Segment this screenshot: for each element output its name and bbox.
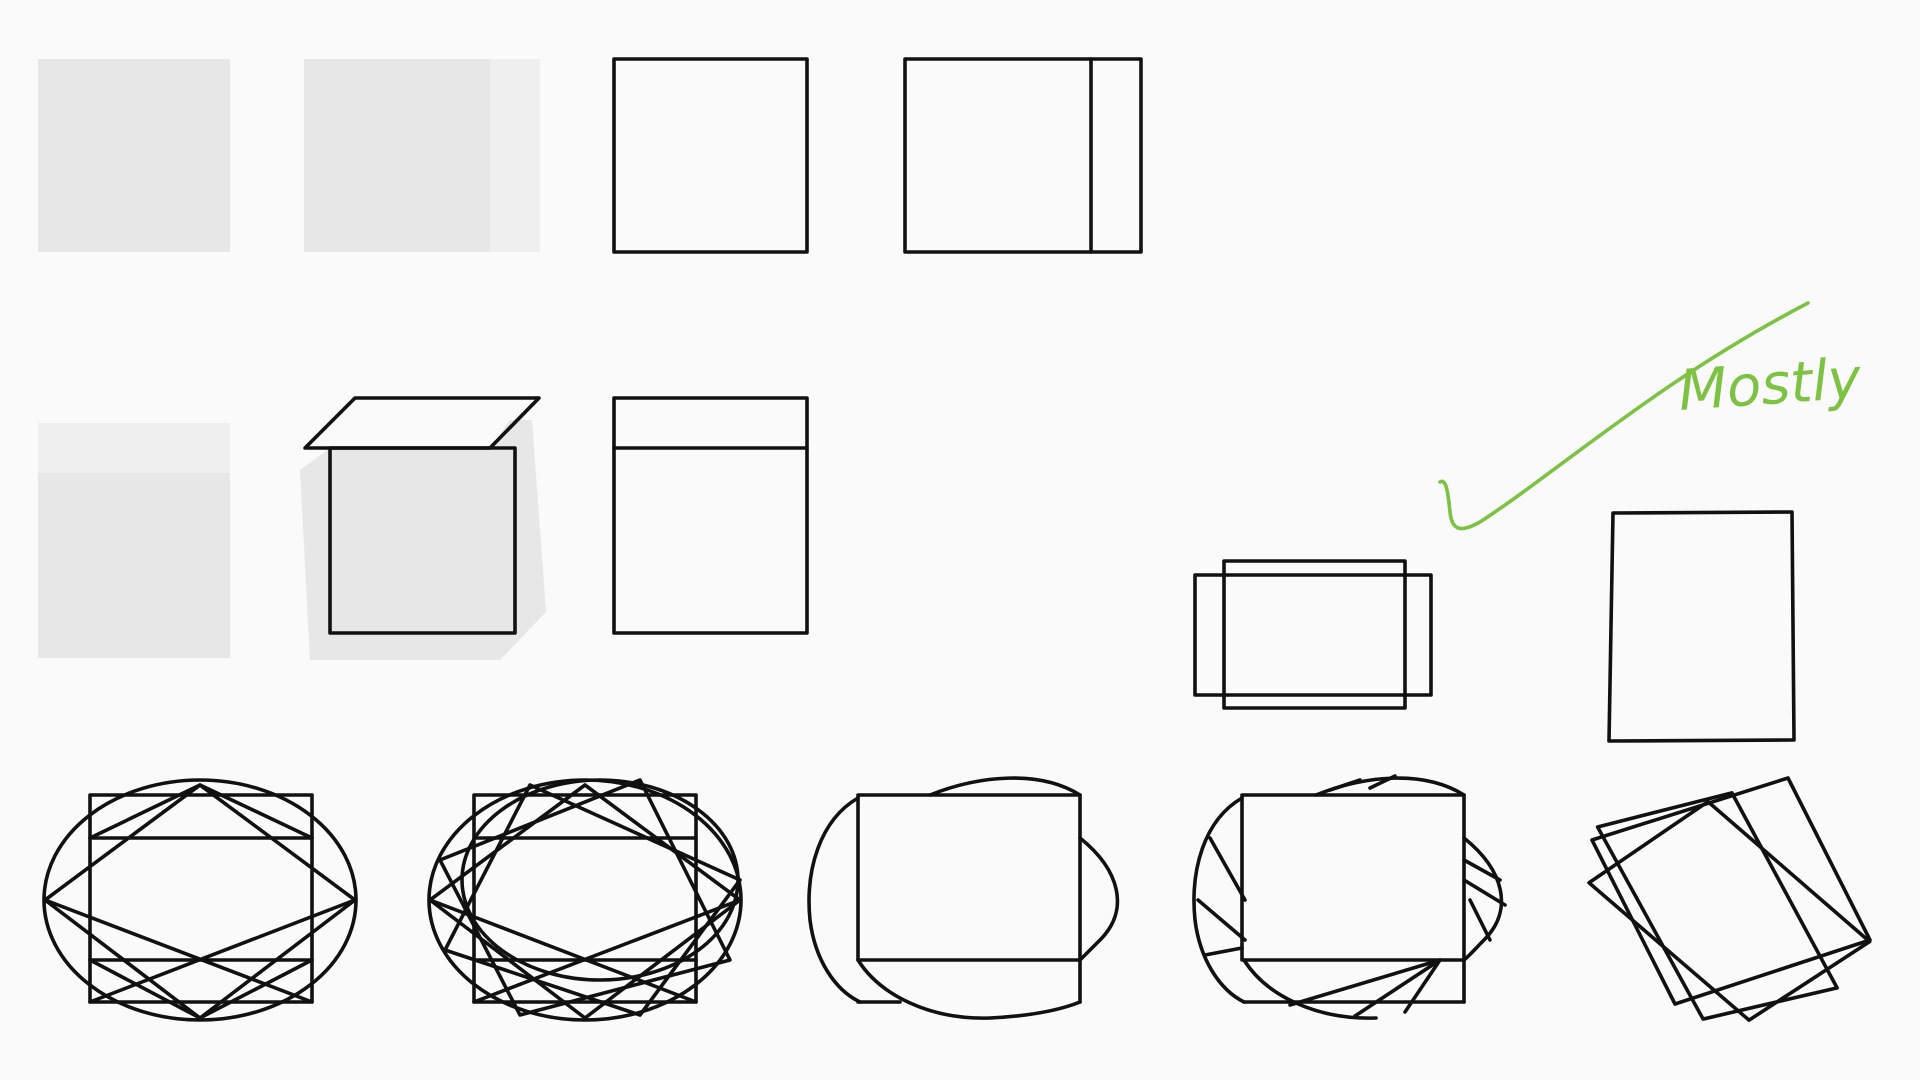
annotation-text: Mostly — [1676, 346, 1863, 424]
ghost-square-2 — [304, 59, 540, 252]
checkmark-icon — [1438, 301, 1810, 531]
row-2-sketches — [38, 396, 1796, 743]
partial-sketch-4 — [1192, 774, 1507, 1020]
star-sketch-1 — [42, 778, 358, 1022]
outlined-square-with-top-band — [612, 396, 809, 635]
checkmark-annotation: Mostly — [1438, 301, 1864, 531]
star-sketch-2 — [427, 778, 743, 1022]
partial-sketch-3 — [807, 776, 1120, 1020]
tall-rectangle — [1607, 510, 1796, 743]
row-1-sketches — [38, 57, 1143, 254]
overlapping-rectangles — [1193, 559, 1433, 710]
row-3-sketches — [42, 774, 1872, 1022]
rotated-squares-sketch — [1587, 776, 1872, 1022]
ghost-square-1 — [38, 59, 230, 252]
ghost-square-3 — [38, 423, 230, 658]
outlined-square — [612, 57, 809, 254]
cube-sketch — [300, 396, 546, 660]
outlined-rect-with-divider — [903, 57, 1143, 254]
